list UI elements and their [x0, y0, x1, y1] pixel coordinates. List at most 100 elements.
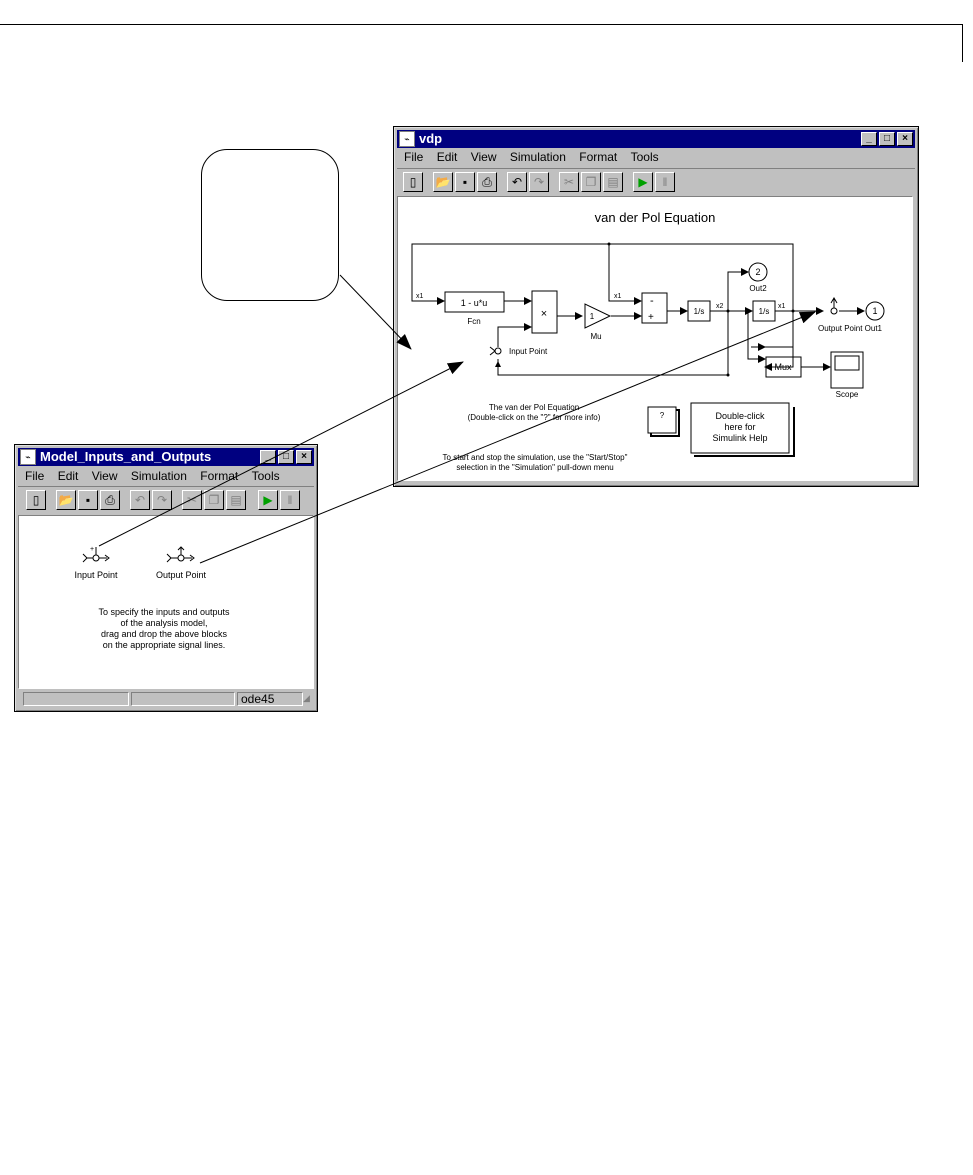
maximize-icon[interactable]: □: [278, 450, 294, 464]
save-icon[interactable]: ▪: [455, 172, 475, 192]
input-point-to-product-wire: [497, 323, 532, 347]
print-icon[interactable]: ⎙: [477, 172, 497, 192]
minimize-icon[interactable]: _: [861, 132, 877, 146]
new-icon[interactable]: ▯: [26, 490, 46, 510]
play-icon[interactable]: ▶: [633, 172, 653, 192]
fcn-text: 1 - u*u: [461, 298, 488, 308]
close-icon[interactable]: ×: [897, 132, 913, 146]
undo-icon[interactable]: ↶: [507, 172, 527, 192]
menu-edit[interactable]: Edit: [436, 150, 458, 164]
note-line2: (Double-click on the "?" for more info): [468, 413, 601, 422]
menu-edit[interactable]: Edit: [57, 469, 79, 483]
menu-file[interactable]: File: [404, 150, 424, 164]
out1-num: 1: [872, 306, 877, 316]
copy-icon[interactable]: ❐: [204, 490, 224, 510]
out1-label: Output Point Out1: [818, 324, 883, 333]
input-point-marker: [494, 347, 502, 355]
sim-line1: To start and stop the simulation, use th…: [443, 453, 628, 462]
menu-simulation[interactable]: Simulation: [130, 469, 187, 483]
vdp-toolbar: ▯ 📂 ▪ ⎙ ↶ ↷ ✂ ❐ ▤ ▶ ‖: [397, 168, 915, 195]
heading: van der Pol Equation: [595, 210, 716, 225]
cut-icon[interactable]: ✂: [559, 172, 579, 192]
sim-line2: selection in the "Simulation" pull-down …: [456, 463, 613, 472]
svg-text:+: +: [90, 546, 94, 553]
gain-label: Mu: [590, 332, 601, 341]
sum-plus: +: [648, 312, 654, 323]
sum-block: [641, 292, 668, 324]
output-point-block[interactable]: [166, 546, 195, 563]
mio-toolbar: ▯ 📂 ▪ ⎙ ↶ ↷ ✂ ❐ ▤ ▶ ‖: [18, 486, 314, 513]
x2-to-out2-wire: [727, 268, 749, 311]
mux-text: Mux: [774, 362, 792, 372]
input-point-block[interactable]: [82, 547, 110, 563]
x1-to-sum-wire: [608, 244, 642, 305]
close-icon[interactable]: ×: [296, 450, 312, 464]
vdp-canvas[interactable]: van der Pol Equation 1 - u*u Fcn × 1 Mu …: [397, 196, 913, 481]
open-icon[interactable]: 📂: [433, 172, 453, 192]
product-text: ×: [541, 308, 547, 320]
mio-canvas[interactable]: + Input Point Output Point To specify th…: [18, 515, 314, 689]
menu-view[interactable]: View: [470, 150, 497, 164]
scope-label: Scope: [836, 390, 859, 399]
mio-window[interactable]: ⌁ Model_Inputs_and_Outputs _□× File Edit…: [14, 444, 318, 712]
menu-tools[interactable]: Tools: [251, 469, 280, 483]
menu-tools[interactable]: Tools: [630, 150, 659, 164]
pause-icon[interactable]: ‖: [655, 172, 675, 192]
scope-block: [830, 351, 864, 389]
x1-to-mux-wire: [765, 311, 794, 348]
instr-line1: To specify the inputs and outputs: [98, 607, 230, 617]
play-icon[interactable]: ▶: [258, 490, 278, 510]
signal-x1-a: x1: [416, 293, 424, 300]
cut-icon[interactable]: ✂: [182, 490, 202, 510]
instr-line2: of the analysis model,: [120, 618, 207, 628]
mio-title: Model_Inputs_and_Outputs: [40, 449, 212, 464]
feedback-wire-top: [411, 243, 794, 312]
menu-file[interactable]: File: [25, 469, 45, 483]
vdp-diagram: van der Pol Equation 1 - u*u Fcn × 1 Mu …: [411, 210, 885, 472]
save-icon[interactable]: ▪: [78, 490, 98, 510]
redo-icon[interactable]: ↷: [529, 172, 549, 192]
status-cell-2: [131, 692, 235, 706]
help-line3: Simulink Help: [712, 433, 767, 443]
input-point-arrow: [489, 346, 496, 356]
out1-port: [865, 301, 885, 321]
vdp-window[interactable]: ⌁ vdp _□× File Edit View Simulation Form…: [393, 126, 919, 487]
output-point-marker: [830, 307, 838, 315]
scope-screen: [834, 355, 860, 371]
menu-format[interactable]: Format: [579, 150, 618, 164]
signal-x2: x2: [716, 303, 724, 310]
output-point-arrow: [830, 297, 838, 308]
help-line1: Double-click: [715, 411, 765, 421]
help-q-text: ?: [660, 411, 665, 420]
menu-format[interactable]: Format: [200, 469, 239, 483]
maximize-icon[interactable]: □: [879, 132, 895, 146]
new-icon[interactable]: ▯: [403, 172, 423, 192]
sum-minus: -: [650, 295, 654, 307]
status-cell-1: [23, 692, 129, 706]
callout-box: [201, 149, 339, 301]
menu-simulation[interactable]: Simulation: [509, 150, 566, 164]
note-line1: The van der Pol Equation: [489, 403, 579, 412]
signal-x1-b: x1: [614, 293, 622, 300]
menu-view[interactable]: View: [91, 469, 118, 483]
fcn-label: Fcn: [467, 317, 480, 326]
mio-titlebar[interactable]: ⌁ Model_Inputs_and_Outputs _□×: [18, 448, 314, 466]
redo-icon[interactable]: ↷: [152, 490, 172, 510]
gain-text: 1: [590, 312, 595, 321]
vdp-titlebar[interactable]: ⌁ vdp _□×: [397, 130, 915, 148]
resize-grip-icon[interactable]: ◢: [303, 693, 310, 703]
paste-icon[interactable]: ▤: [603, 172, 623, 192]
out2-port: [748, 262, 768, 282]
open-icon[interactable]: 📂: [56, 490, 76, 510]
input-point-label: Input Point: [74, 570, 118, 580]
pause-icon[interactable]: ‖: [280, 490, 300, 510]
copy-icon[interactable]: ❐: [581, 172, 601, 192]
vdp-menubar: File Edit View Simulation Format Tools: [397, 148, 915, 166]
paste-icon[interactable]: ▤: [226, 490, 246, 510]
page-header-rule: [0, 24, 962, 25]
undo-icon[interactable]: ↶: [130, 490, 150, 510]
simulink-icon: ⌁: [20, 449, 36, 465]
status-solver: ode45: [237, 692, 303, 706]
minimize-icon[interactable]: _: [260, 450, 276, 464]
print-icon[interactable]: ⎙: [100, 490, 120, 510]
